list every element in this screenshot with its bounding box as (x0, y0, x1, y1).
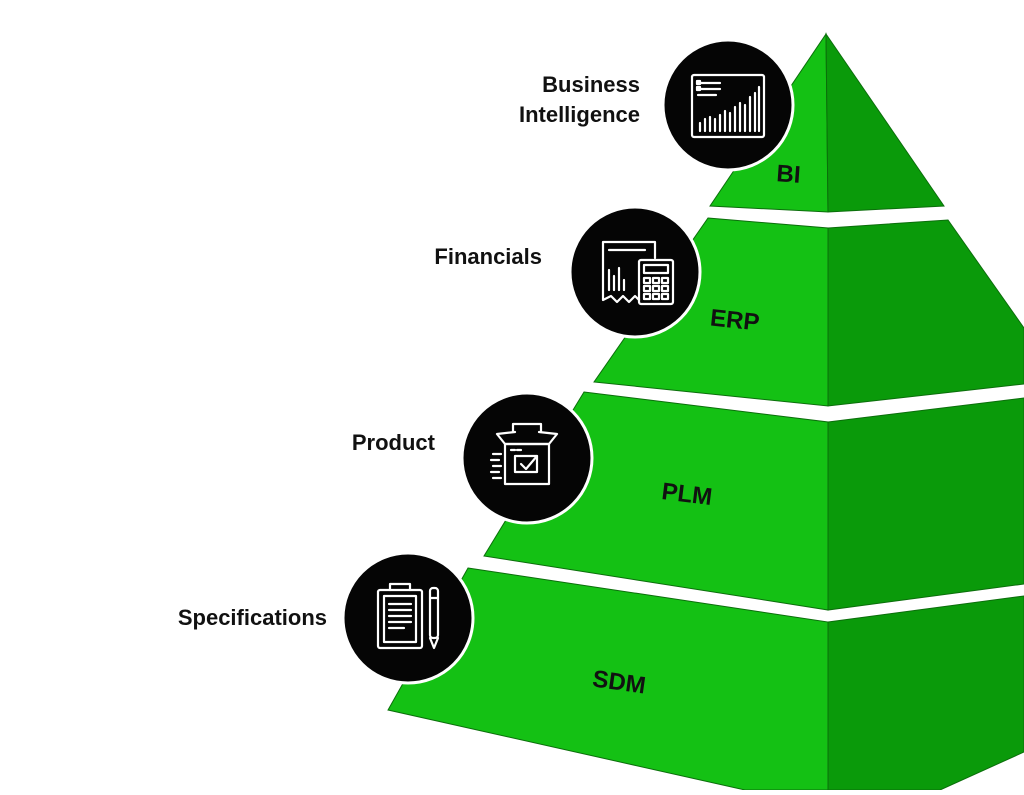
tier-plm-side-face (827, 397, 1024, 611)
badge-bi (661, 38, 795, 172)
tier-erp-code: ERP (709, 305, 761, 337)
badge-plm (460, 391, 594, 525)
tier-bi-code: BI (776, 160, 802, 189)
tier-erp-side-face (827, 219, 1024, 407)
tier-sdm: SDM (387, 567, 1024, 791)
box-checkmark-icon (489, 422, 559, 486)
tier-bi-side-face (825, 32, 945, 213)
tier-erp: ERP (593, 217, 1024, 407)
label-specifications: Specifications (178, 603, 327, 633)
label-bi-line1: Business (542, 72, 640, 97)
badge-plm-circle (460, 391, 594, 525)
badge-sdm-circle (341, 551, 475, 685)
label-bi-line2: Intelligence (518, 102, 640, 127)
label-erp-line1: Financials (434, 244, 542, 269)
document-calculator-icon (601, 240, 675, 306)
badge-sdm (341, 551, 475, 685)
tier-plm-code: PLM (660, 478, 714, 511)
tier-sdm-side-face (827, 595, 1024, 791)
clipboard-pen-icon (376, 582, 440, 650)
badge-erp (568, 205, 702, 339)
label-business-intelligence: Business Intelligence (519, 70, 640, 130)
badge-erp-circle (568, 205, 702, 339)
label-plm-line1: Product (351, 430, 435, 455)
label-financials: Financials (434, 242, 542, 272)
badge-bi-circle (661, 38, 795, 172)
label-product: Product (352, 428, 435, 458)
label-sdm-line1: Specifications (177, 605, 327, 630)
bar-chart-report-icon (690, 73, 766, 139)
